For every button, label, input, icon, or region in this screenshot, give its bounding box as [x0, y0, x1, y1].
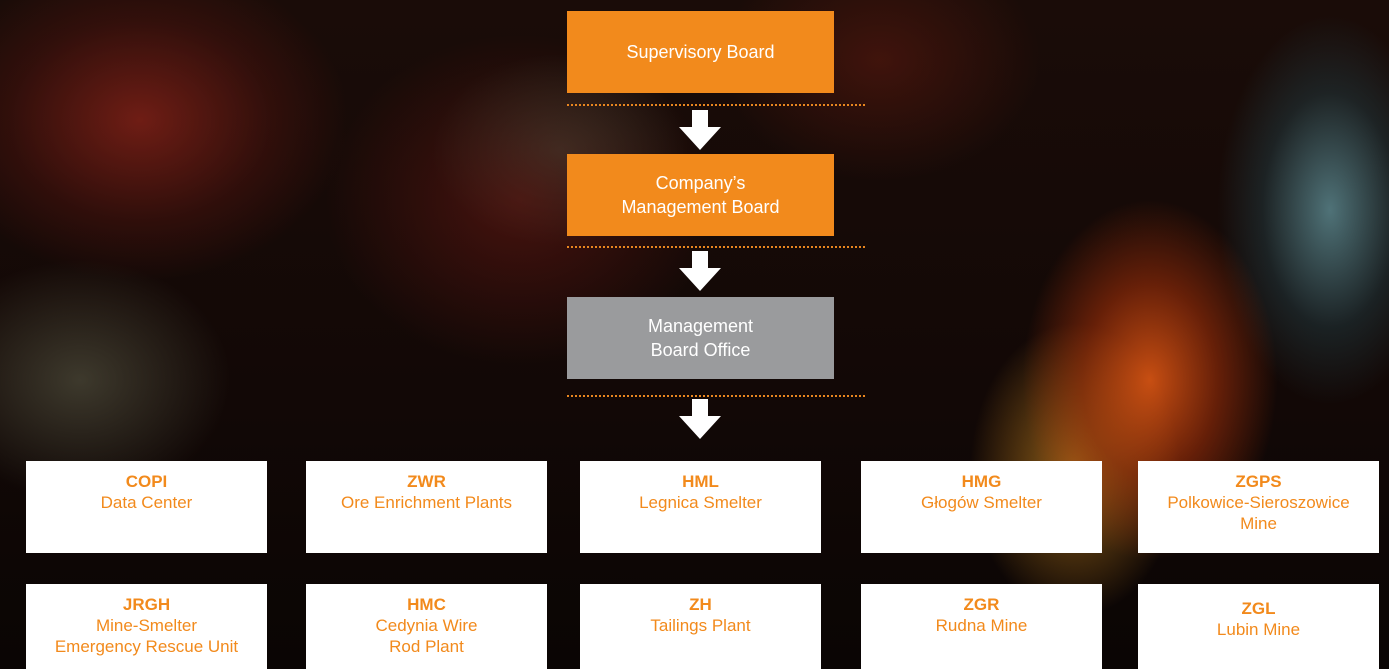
- unit-box-jrgh: JRGH Mine-Smelter Emergency Rescue Unit: [26, 584, 267, 669]
- unit-code: HML: [682, 472, 719, 491]
- dotted-divider: [567, 395, 865, 397]
- unit-code: ZGL: [1241, 599, 1276, 618]
- unit-name: Mine-Smelter Emergency Rescue Unit: [54, 616, 239, 656]
- unit-code: HMC: [407, 595, 446, 614]
- unit-name: Legnica Smelter: [639, 493, 762, 512]
- down-arrow-icon: [679, 251, 721, 291]
- box-label-line-1: Company’s: [655, 173, 746, 193]
- unit-box-zgr: ZGR Rudna Mine: [861, 584, 1102, 669]
- unit-code: COPI: [125, 472, 168, 491]
- unit-name: Głogów Smelter: [921, 493, 1042, 512]
- unit-code: ZH: [689, 595, 712, 614]
- unit-box-hml: HML Legnica Smelter: [580, 461, 821, 553]
- unit-name: Lubin Mine: [1216, 620, 1301, 639]
- dotted-divider: [567, 246, 865, 248]
- unit-box-copi: COPI Data Center: [26, 461, 267, 553]
- unit-name: Data Center: [100, 493, 193, 512]
- down-arrow-icon: [679, 110, 721, 150]
- supervisory-board-box: Supervisory Board: [567, 11, 834, 93]
- unit-box-hmg: HMG Głogów Smelter: [861, 461, 1102, 553]
- unit-code: HMG: [961, 472, 1002, 491]
- unit-box-zgps: ZGPS Polkowice-Sieroszowice Mine: [1138, 461, 1379, 553]
- unit-name: Tailings Plant: [650, 616, 751, 635]
- unit-box-zgl: ZGL Lubin Mine: [1138, 584, 1379, 669]
- unit-name: Rudna Mine: [935, 616, 1028, 635]
- box-label-line-1: Management: [647, 316, 754, 336]
- dotted-divider: [567, 104, 865, 106]
- box-label-line-2: Board Office: [650, 340, 751, 360]
- unit-code: ZGPS: [1235, 472, 1282, 491]
- box-label: Supervisory Board: [626, 42, 775, 62]
- unit-code: ZWR: [407, 472, 446, 491]
- unit-code: ZGR: [963, 595, 1000, 614]
- unit-name: Cedynia Wire Rod Plant: [375, 616, 478, 656]
- unit-code: JRGH: [122, 595, 171, 614]
- unit-box-zwr: ZWR Ore Enrichment Plants: [306, 461, 547, 553]
- unit-box-zh: ZH Tailings Plant: [580, 584, 821, 669]
- unit-name: Polkowice-Sieroszowice Mine: [1167, 493, 1350, 533]
- down-arrow-icon: [679, 399, 721, 439]
- unit-box-hmc: HMC Cedynia Wire Rod Plant: [306, 584, 547, 669]
- management-board-office-box: Management Board Office: [567, 297, 834, 379]
- box-label-line-2: Management Board: [621, 197, 780, 217]
- management-board-box: Company’s Management Board: [567, 154, 834, 236]
- unit-name: Ore Enrichment Plants: [340, 493, 512, 512]
